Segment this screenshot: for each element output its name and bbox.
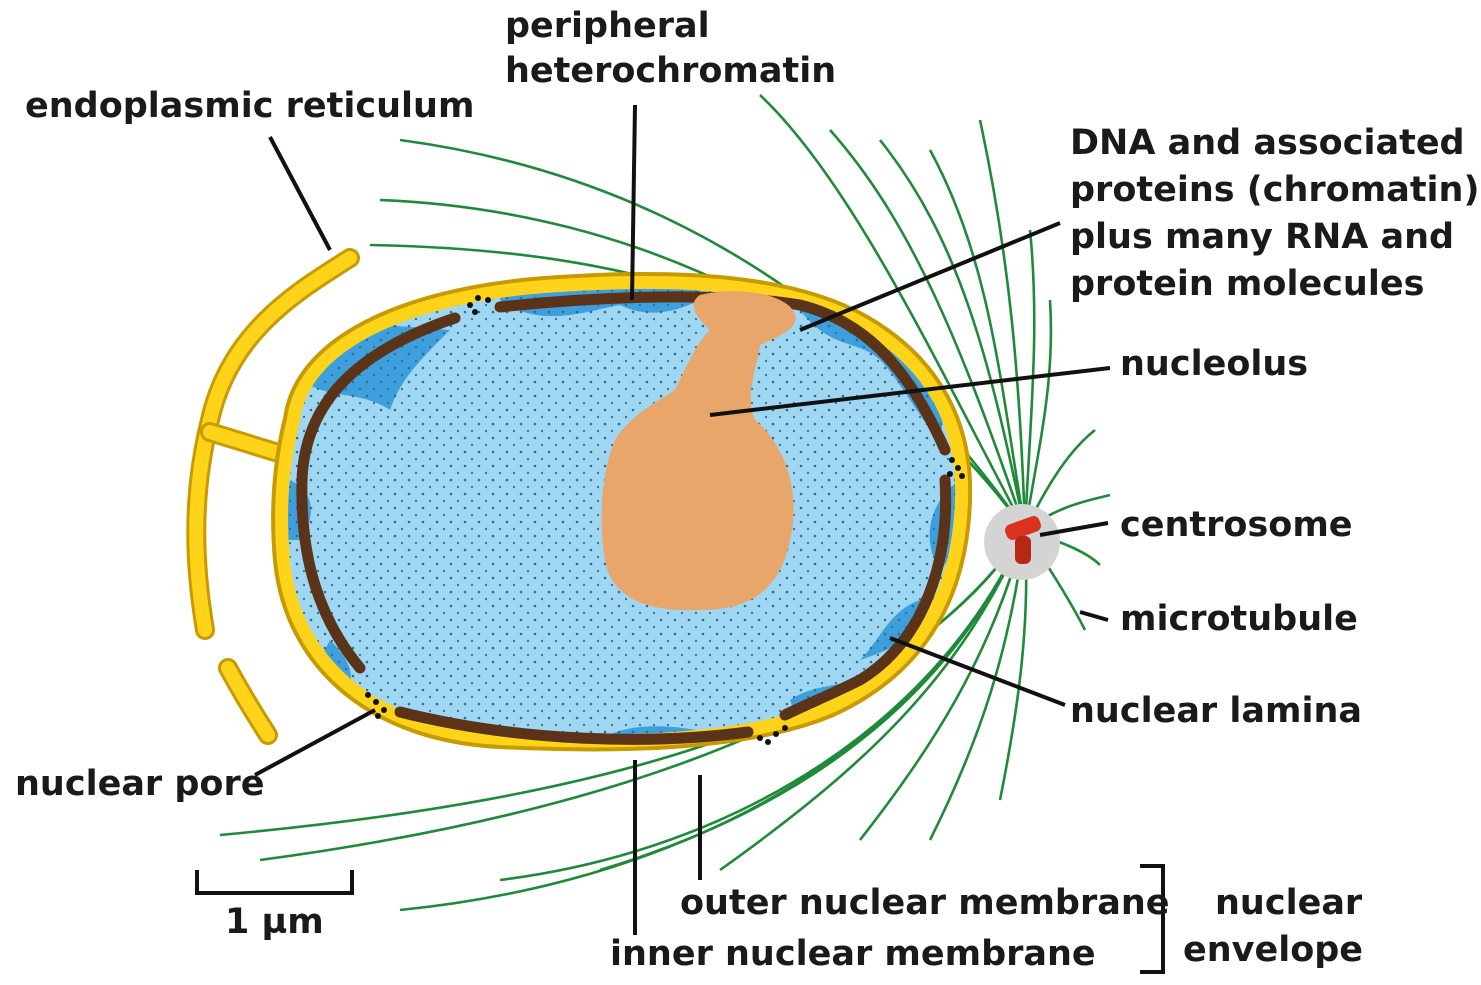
label-heterochromatin: heterochromatin	[505, 51, 836, 91]
label-dna-line1: DNA and associated	[1070, 123, 1465, 163]
label-dna-line3: plus many RNA and	[1070, 217, 1454, 257]
label-nuclear-envelope-line1: nuclear	[1215, 883, 1363, 923]
label-outer-nuclear-membrane: outer nuclear membrane	[680, 883, 1170, 923]
label-nuclear-lamina: nuclear lamina	[1070, 691, 1362, 731]
label-nucleolus: nucleolus	[1120, 344, 1308, 384]
label-peripheral: peripheral	[505, 6, 710, 46]
label-centrosome: centrosome	[1120, 505, 1353, 545]
label-inner-nuclear-membrane: inner nuclear membrane	[610, 934, 1096, 974]
label-dna-line4: protein molecules	[1070, 264, 1424, 304]
label-nuclear-envelope-line2: envelope	[1183, 930, 1363, 970]
label-dna-line2: proteins (chromatin),	[1070, 170, 1481, 210]
label-microtubule: microtubule	[1120, 599, 1358, 639]
label-scale-bar: 1 µm	[225, 902, 324, 942]
centrosome	[984, 504, 1060, 580]
label-nuclear-pore: nuclear pore	[15, 764, 264, 804]
scale-bar	[197, 870, 352, 893]
label-endoplasmic-reticulum: endoplasmic reticulum	[25, 86, 474, 126]
